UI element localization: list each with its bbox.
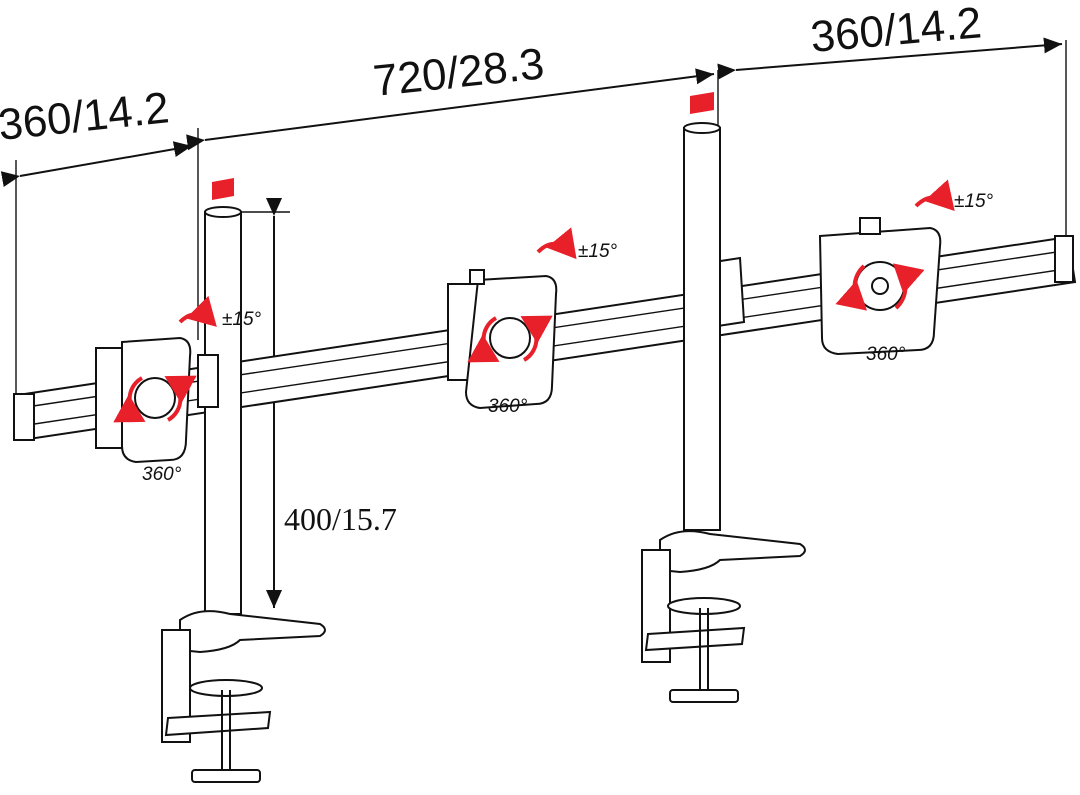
center-span-label: 720/28.3 — [371, 39, 546, 106]
left-pole — [197, 206, 242, 615]
dimension-center-span: 720/28.3 — [186, 39, 719, 268]
dimension-right-span: 360/14.2 — [717, 0, 1067, 235]
right-rotation-label: 360° — [866, 344, 906, 365]
center-tilt-label: ±15° — [578, 241, 618, 262]
dimension-pole-height: 400/15.7 — [240, 198, 397, 608]
right-desk-clamp — [641, 530, 806, 703]
pole-height-label: 400/15.7 — [284, 501, 397, 537]
left-rotation-label: 360° — [142, 464, 182, 485]
right-tilt-label: ±15° — [954, 191, 994, 212]
left-tilt-label: ±15° — [222, 309, 262, 330]
left-span-label: 360/14.2 — [0, 83, 171, 150]
left-desk-clamp — [161, 610, 326, 783]
center-rotation-label: 360° — [488, 396, 528, 417]
right-vesa-mount — [818, 179, 955, 356]
center-vesa-mount — [447, 92, 714, 410]
right-pole — [683, 122, 721, 531]
left-vesa-mount — [95, 178, 234, 464]
